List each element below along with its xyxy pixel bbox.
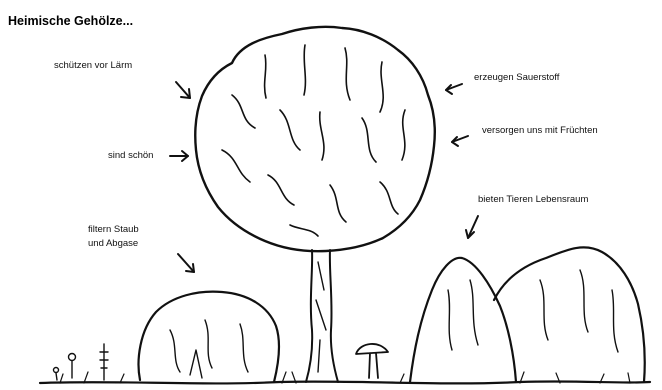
label-staub-line1: filtern Staub	[88, 224, 139, 236]
label-fruechte: versorgen uns mit Früchten	[482, 125, 598, 137]
title: Heimische Gehölze...	[8, 14, 133, 28]
right-bush-back	[494, 247, 645, 382]
label-staub-line2: und Abgase	[88, 238, 138, 250]
ground-line	[40, 381, 650, 383]
small-flowers	[54, 344, 109, 380]
crown-texture	[222, 45, 405, 236]
arrow-laerm	[176, 82, 190, 98]
trunk-bark	[316, 262, 326, 372]
left-bush	[139, 292, 280, 382]
label-sauerstoff: erzeugen Sauerstoff	[474, 72, 559, 84]
label-lebensraum: bieten Tieren Lebensraum	[478, 194, 588, 206]
label-schoen: sind schön	[108, 150, 153, 162]
arrow-staub	[178, 254, 194, 272]
right-bush-texture	[448, 270, 618, 352]
left-bush-texture	[170, 320, 248, 378]
arrow-lebensraum	[468, 216, 478, 238]
label-laerm: schützen vor Lärm	[54, 60, 132, 72]
mushroom	[356, 344, 388, 378]
right-bush-front	[410, 258, 516, 382]
tree-crown	[195, 27, 435, 251]
